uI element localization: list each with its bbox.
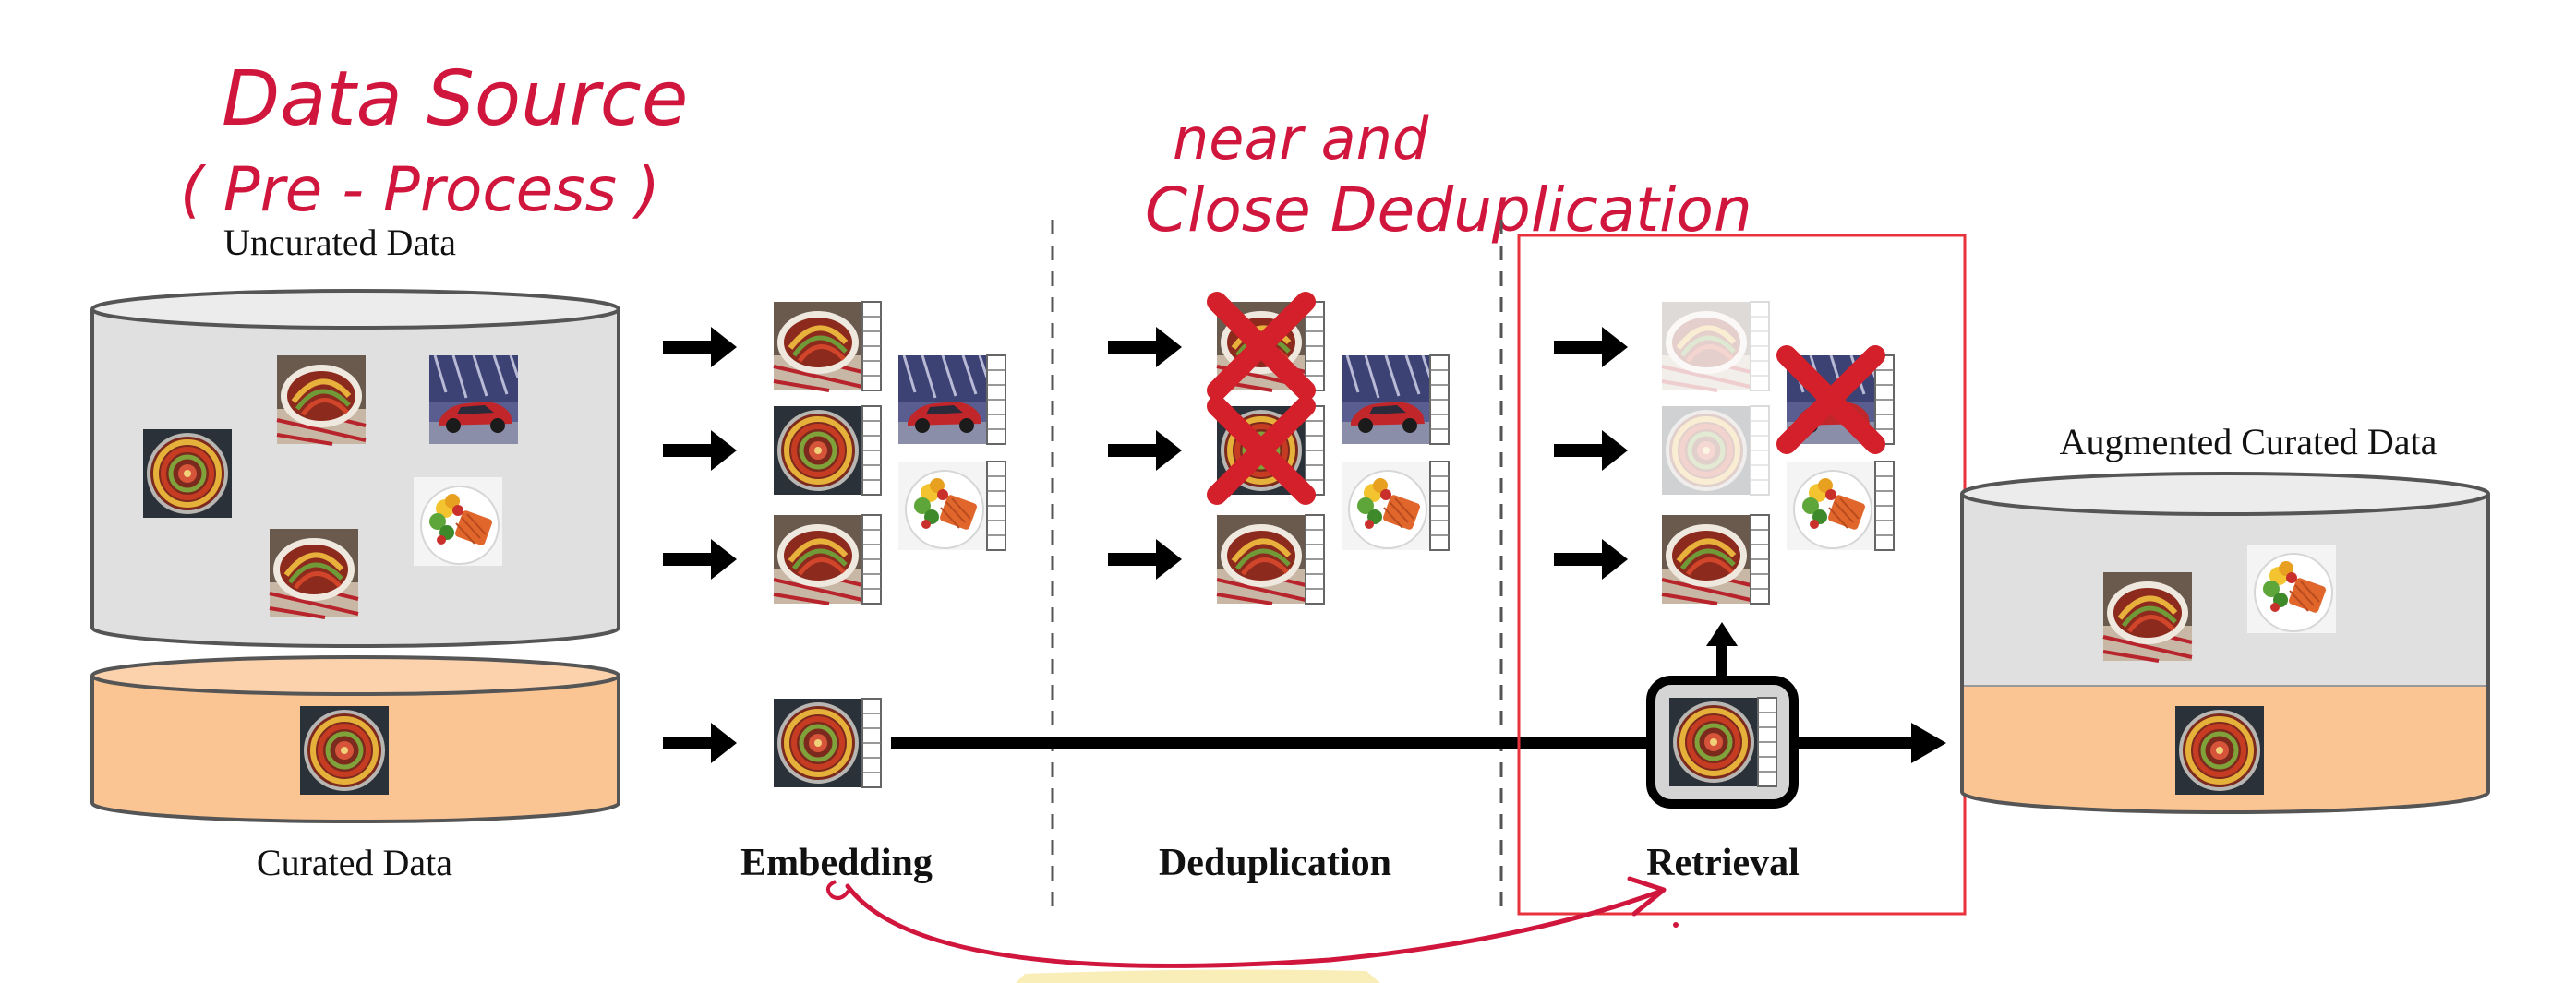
annotation-curved-arrow [825, 876, 1679, 968]
arrow-icon [663, 539, 737, 580]
annotation-data-source: Data Source [222, 55, 688, 143]
embed-salad-image [897, 461, 988, 551]
embed-car-image [897, 354, 989, 446]
arrow-icon [1108, 539, 1182, 580]
uncurated-car-image [427, 354, 520, 446]
augmented-salad-image [2246, 544, 2337, 634]
stage-retrieval-label: Retrieval [1646, 842, 1800, 884]
retrieval-dish-image [1662, 515, 1751, 604]
embedding-vector [861, 405, 882, 496]
arrow-icon [1108, 430, 1182, 471]
uncurated-data-label: Uncurated Data [223, 222, 456, 263]
arrow-icon [663, 430, 737, 471]
augmented-round-image [2175, 706, 2264, 795]
embedding-vector [986, 461, 1006, 551]
arrow-icon [1911, 723, 1946, 763]
embedding-vector [1429, 461, 1450, 551]
arrow-icon [1554, 327, 1628, 367]
stage-deduplication-label: Deduplication [1159, 842, 1391, 884]
augmented-data-label: Augmented Curated Data [2060, 421, 2438, 462]
arrow-icon [663, 327, 737, 367]
embed-dish-image [774, 302, 862, 390]
arrow-icon [1108, 327, 1182, 367]
retrieval-faded-round [1662, 406, 1770, 495]
annotation-near-and: near and [1173, 105, 1429, 173]
uncurated-salad-image [413, 476, 503, 567]
curated-round-image [300, 706, 389, 795]
embedding-vector [1429, 354, 1450, 445]
dedup-salad-image [1341, 461, 1431, 551]
dedup-car-image [1340, 354, 1432, 446]
annotation-pre-process: ( Pre - Process ) [180, 154, 660, 225]
retrieval-salad-image [1786, 461, 1876, 551]
annotation-close-dedup: Close Deduplication [1145, 174, 1752, 246]
embedding-vector [1874, 461, 1895, 551]
arrow-icon [1554, 430, 1628, 471]
embed-round-image [774, 406, 862, 495]
arrow-icon [1554, 539, 1628, 580]
embedding-vector [1305, 514, 1325, 605]
curated-data-label: Curated Data [257, 842, 452, 883]
embedding-vector [861, 514, 882, 605]
embedding-vector [1757, 697, 1777, 787]
arrow-icon [663, 723, 737, 763]
augmented-store [1960, 472, 2490, 814]
embedding-vector [1305, 405, 1325, 496]
embedding-vector [1874, 354, 1895, 445]
augmented-dish-image [2103, 572, 2192, 661]
embed-dish-image-2 [774, 515, 862, 604]
dedup-dish-image-2 [1217, 515, 1306, 604]
stage-embedding-label: Embedding [740, 842, 933, 884]
embedding-vector [986, 354, 1006, 445]
uncurated-round-image [143, 429, 232, 518]
up-arrow-icon-head [1706, 622, 1738, 646]
uncurated-dish-image [277, 355, 366, 444]
embedding-vector [861, 698, 882, 788]
retrieval-query-image [1669, 698, 1758, 786]
embedding-vector [1750, 514, 1770, 605]
uncurated-dish-image-2 [270, 529, 358, 617]
embedding-vector [861, 301, 882, 391]
embed-curated-image [774, 699, 862, 787]
embedding-vector [1305, 301, 1325, 391]
up-arrow-icon [1716, 641, 1727, 677]
retrieval-faded-dish [1662, 302, 1770, 390]
highlighter-mark [1016, 969, 1380, 983]
